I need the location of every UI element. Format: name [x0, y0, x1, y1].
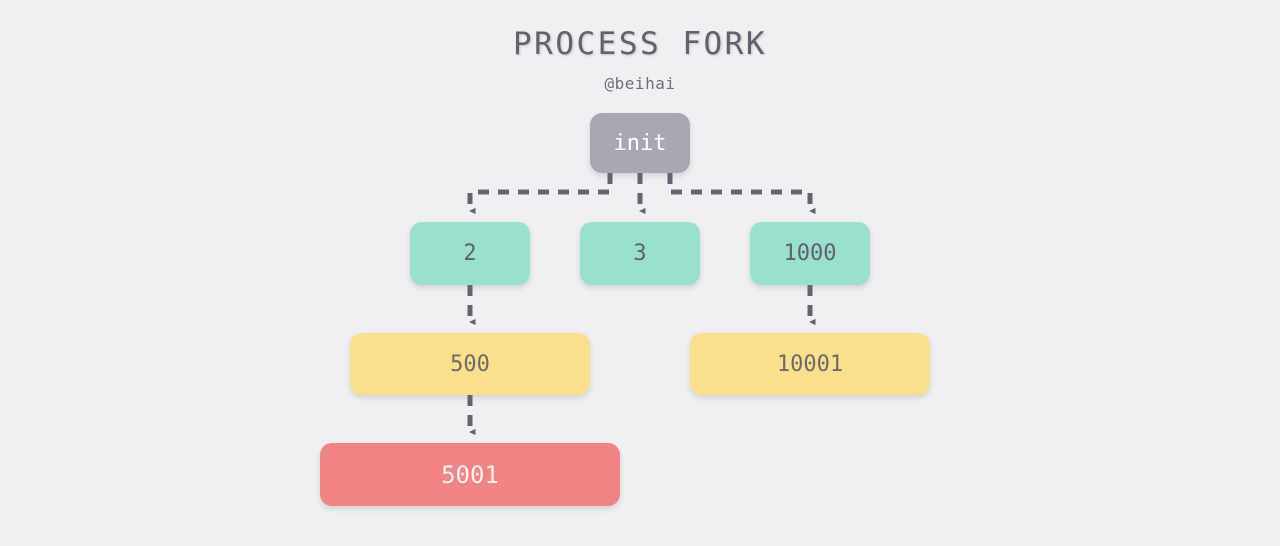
process-node-2[interactable]: 2 — [410, 222, 530, 285]
edge-init-2 — [467, 173, 613, 215]
node-label: init — [613, 130, 667, 156]
node-label: 1000 — [783, 241, 837, 266]
node-label: 2 — [463, 241, 477, 266]
node-label: 5001 — [441, 460, 499, 489]
process-node-3[interactable]: 3 — [580, 222, 700, 285]
process-node-10001[interactable]: 10001 — [690, 333, 930, 395]
node-label: 3 — [633, 241, 647, 266]
process-node-init[interactable]: init — [590, 113, 690, 173]
page-title: PROCESS FORK — [513, 26, 767, 62]
node-label: 10001 — [776, 351, 844, 377]
edge-init-1000 — [667, 173, 816, 215]
page-subtitle: @beihai — [604, 74, 676, 93]
process-node-1000[interactable]: 1000 — [750, 222, 870, 285]
process-node-500[interactable]: 500 — [350, 333, 590, 395]
node-label: 500 — [450, 351, 490, 377]
process-node-5001[interactable]: 5001 — [320, 443, 620, 506]
